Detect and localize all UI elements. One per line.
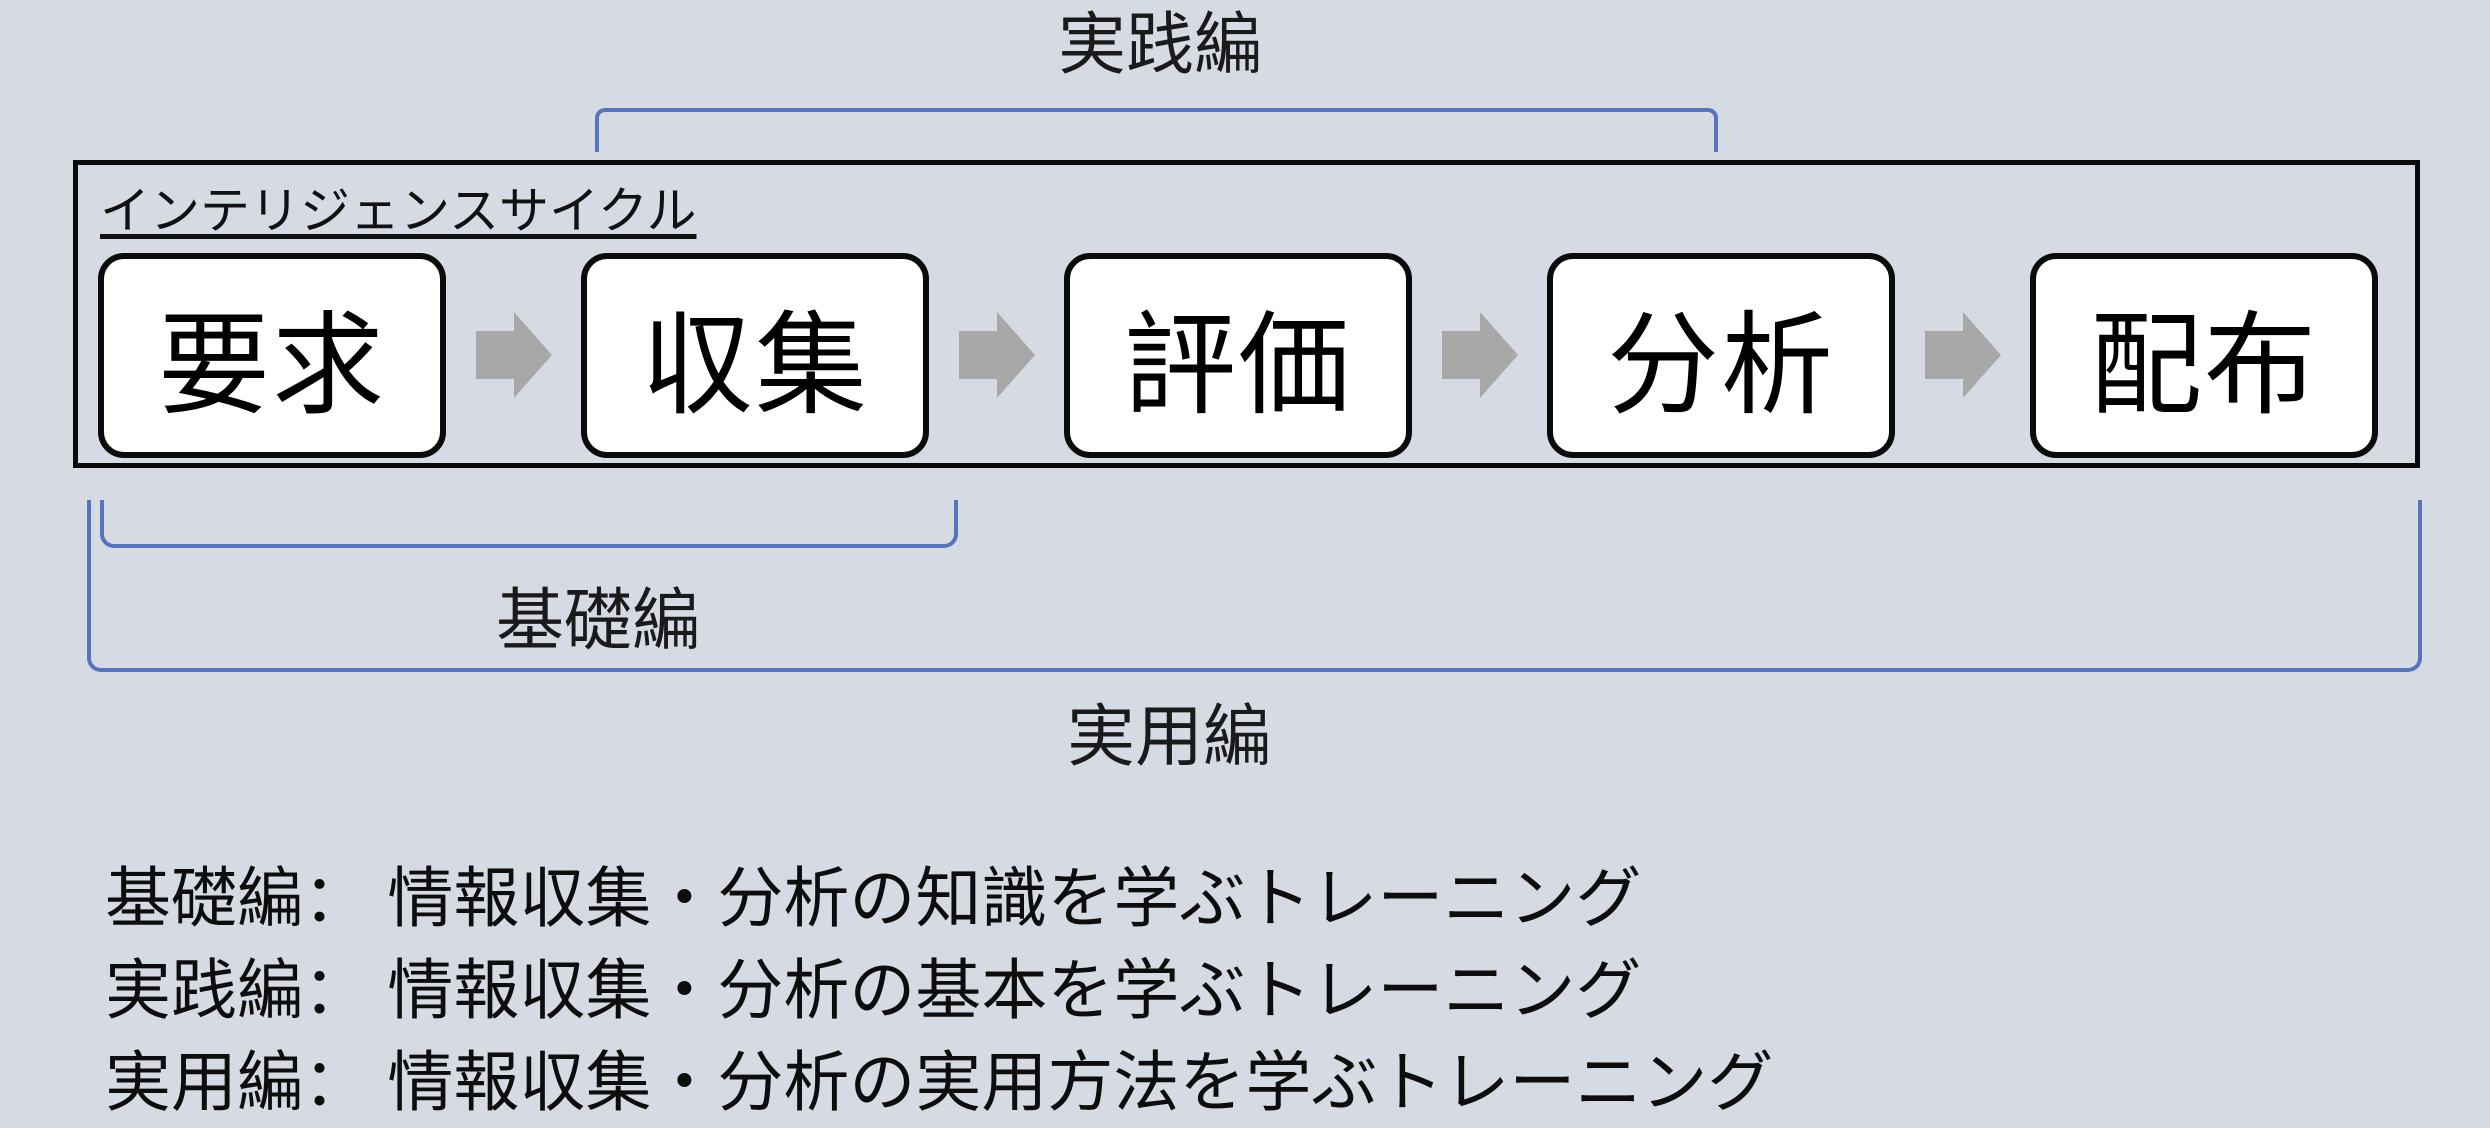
flow-arrow-icon: [476, 312, 552, 398]
stage-box-distribution: 配布: [2030, 253, 2378, 458]
practical-bracket: [87, 500, 2422, 672]
intelligence-cycle-frame: インテリジェンスサイクル: [73, 160, 2420, 468]
stage-box-analysis: 分析: [1547, 253, 1895, 458]
legend-line-practical: 実用編： 情報収集・分析の実用方法を学ぶトレーニング: [105, 1045, 1774, 1119]
flow-arrow-icon: [959, 312, 1035, 398]
stage-box-collection: 収集: [581, 253, 929, 458]
practice-bracket-label: 実践編: [1057, 7, 1263, 83]
flow-arrow-icon: [1442, 312, 1518, 398]
legend: 基礎編： 情報収集・分析の知識を学ぶトレーニング 実践編： 情報収集・分析の基本…: [105, 852, 1773, 1128]
cycle-title: インテリジェンスサイクル: [100, 183, 697, 239]
flow-arrow-icon: [1925, 312, 2001, 398]
basic-bracket-label: 基礎編: [495, 583, 701, 659]
basic-bracket: [100, 500, 958, 548]
practical-bracket-label: 実用編: [1066, 699, 1272, 775]
legend-line-practice: 実践編： 情報収集・分析の基本を学ぶトレーニング: [105, 953, 1642, 1027]
stage-box-evaluation: 評価: [1064, 253, 1412, 458]
stage-box-request: 要求: [98, 253, 446, 458]
practice-bracket: [595, 108, 1718, 152]
legend-line-basic: 基礎編： 情報収集・分析の知識を学ぶトレーニング: [105, 861, 1642, 935]
